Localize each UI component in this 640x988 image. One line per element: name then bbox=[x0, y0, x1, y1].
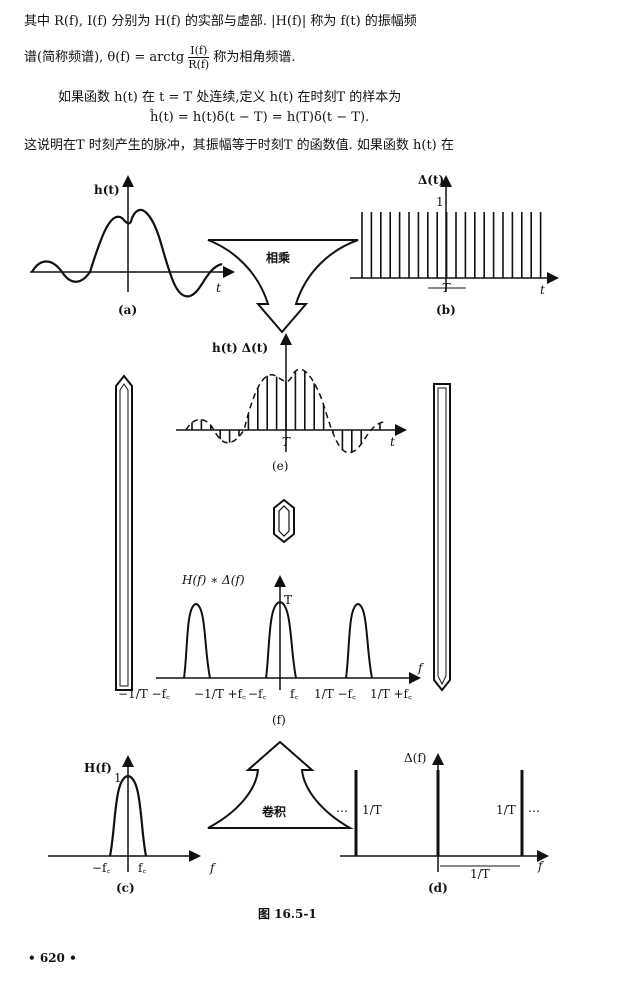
panel-d-ylabel: Δ(f) bbox=[404, 751, 426, 765]
panel-c-peak: 1 bbox=[114, 771, 122, 785]
line2-suffix: 称为相角频谱. bbox=[213, 50, 296, 65]
left-tall-arrow-outer bbox=[115, 374, 133, 691]
panel-d-period: 1/T bbox=[470, 867, 490, 881]
panel-c-tick-right: f꜀ bbox=[138, 861, 147, 875]
panel-c-ylabel: H(f) bbox=[84, 761, 112, 775]
fraction-numerator: I(f) bbox=[188, 44, 210, 58]
panel-f-lobe-center bbox=[265, 600, 297, 679]
multiply-arrow-shape bbox=[207, 239, 359, 334]
panel-a-caption: (a) bbox=[118, 303, 137, 317]
panel-f-ylabel: H(f) ∗ Δ(f) bbox=[181, 573, 245, 587]
right-tall-arrow bbox=[433, 383, 451, 692]
panel-c-lobe bbox=[108, 774, 148, 857]
panel-d-dots-left: … bbox=[336, 801, 348, 815]
panel-e-caption: (e) bbox=[272, 459, 288, 473]
convolve-arrow-shape bbox=[207, 740, 354, 829]
panel-f-tick-2: −f꜀ bbox=[248, 687, 267, 701]
paragraph-line-5: 这说明在T 时刻产生的脉冲，其振幅等于时刻T 的函数值. 如果函数 h(t) 在 bbox=[24, 138, 454, 153]
panel-f-caption: (f) bbox=[272, 713, 286, 727]
panel-d: Δ(f) 1/T 1/T … … 1/T f (d) bbox=[336, 751, 549, 895]
equivalence-outer bbox=[273, 498, 295, 544]
panel-f-tick-3: f꜀ bbox=[290, 687, 299, 701]
panel-f-xlabel: f bbox=[417, 661, 425, 675]
panel-b-impulse-train bbox=[361, 212, 542, 278]
panel-c: H(f) 1 −f꜀ f꜀ f (c) bbox=[48, 755, 217, 895]
panel-a-signal-curve bbox=[31, 208, 223, 298]
multiply-arrow: 相乘 bbox=[207, 239, 359, 334]
convolve-label: 卷积 bbox=[261, 804, 286, 819]
panel-f-tick-4: 1/T −f꜀ bbox=[314, 687, 356, 701]
panel-a-xlabel: t bbox=[216, 281, 221, 295]
convolve-arrow: 卷积 bbox=[207, 740, 354, 829]
page-number: • 620 • bbox=[28, 951, 77, 965]
panel-f-tick-5: 1/T +f꜀ bbox=[370, 687, 412, 701]
panel-d-xlabel: f bbox=[537, 859, 545, 873]
panel-f-tick-0: −1/T −f꜀ bbox=[118, 687, 170, 701]
panel-f-tick-1: −1/T +f꜀ bbox=[194, 687, 246, 701]
panel-e-samples bbox=[191, 370, 381, 453]
panel-c-tick-left: −f꜀ bbox=[92, 861, 111, 875]
equivalence-symbol bbox=[273, 498, 295, 544]
panel-b-tick-one: 1 bbox=[436, 195, 444, 209]
panel-b: 1 Δ(t) T t (b) bbox=[350, 173, 559, 317]
panel-e-ylabel: h(t) Δ(t) bbox=[212, 341, 268, 355]
panel-e-xlabel: t bbox=[390, 435, 395, 449]
paragraph-line-1: 其中 R(f), I(f) 分别为 H(f) 的实部与虚部. |H(f)| 称为… bbox=[24, 14, 417, 29]
panel-e: h(t) Δ(t) T t (e) bbox=[176, 333, 407, 473]
panel-d-dots-right: … bbox=[528, 801, 540, 815]
panel-f-lobe-right bbox=[345, 602, 373, 679]
panel-b-period: T bbox=[442, 281, 451, 295]
right-tall-arrow-outer bbox=[433, 383, 451, 692]
panel-b-caption: (b) bbox=[436, 303, 456, 317]
panel-e-period: T bbox=[282, 435, 291, 449]
panel-c-caption: (c) bbox=[116, 881, 135, 895]
panel-b-xlabel: t bbox=[540, 283, 545, 297]
panel-f: H(f) ∗ Δ(f) T f −1/T −f꜀ −1/T +f꜀ −f꜀ f꜀… bbox=[118, 573, 425, 727]
panel-d-caption: (d) bbox=[428, 881, 448, 895]
panel-e-envelope bbox=[185, 368, 385, 454]
panel-f-lobe-left bbox=[183, 602, 211, 679]
right-tall-arrow-inner bbox=[437, 387, 447, 686]
paragraph-line-3: 如果函数 h(t) 在 t = T 处连续,定义 h(t) 在时刻T 的样本为 bbox=[58, 90, 402, 105]
panel-b-ylabel: Δ(t) bbox=[418, 173, 444, 187]
panel-a: h(t) t (a) bbox=[30, 175, 235, 317]
panel-d-amp-left: 1/T bbox=[362, 803, 382, 817]
fraction-denominator: R(f) bbox=[188, 58, 210, 71]
left-tall-arrow bbox=[115, 374, 133, 691]
panel-a-ylabel: h(t) bbox=[94, 183, 120, 197]
figure-caption: 图 16.5-1 bbox=[258, 907, 317, 921]
panel-c-xlabel: f bbox=[209, 861, 217, 875]
equivalence-inner bbox=[278, 505, 290, 537]
line2-prefix: 谱(简称频谱), θ(f) = arctg bbox=[24, 50, 189, 65]
paragraph-line-4: ĥ(t) = h(t)δ(t − T) = h(T)δ(t − T). bbox=[150, 110, 370, 125]
left-tall-arrow-inner bbox=[119, 383, 129, 687]
paragraph-line-2: 谱(简称频谱), θ(f) = arctg I(f) R(f) 称为相角频谱. bbox=[24, 44, 296, 71]
multiply-label: 相乘 bbox=[266, 250, 290, 265]
panel-d-amp-right: 1/T bbox=[496, 803, 516, 817]
panel-f-mark: T bbox=[284, 593, 292, 607]
fraction: I(f) R(f) bbox=[188, 44, 210, 71]
